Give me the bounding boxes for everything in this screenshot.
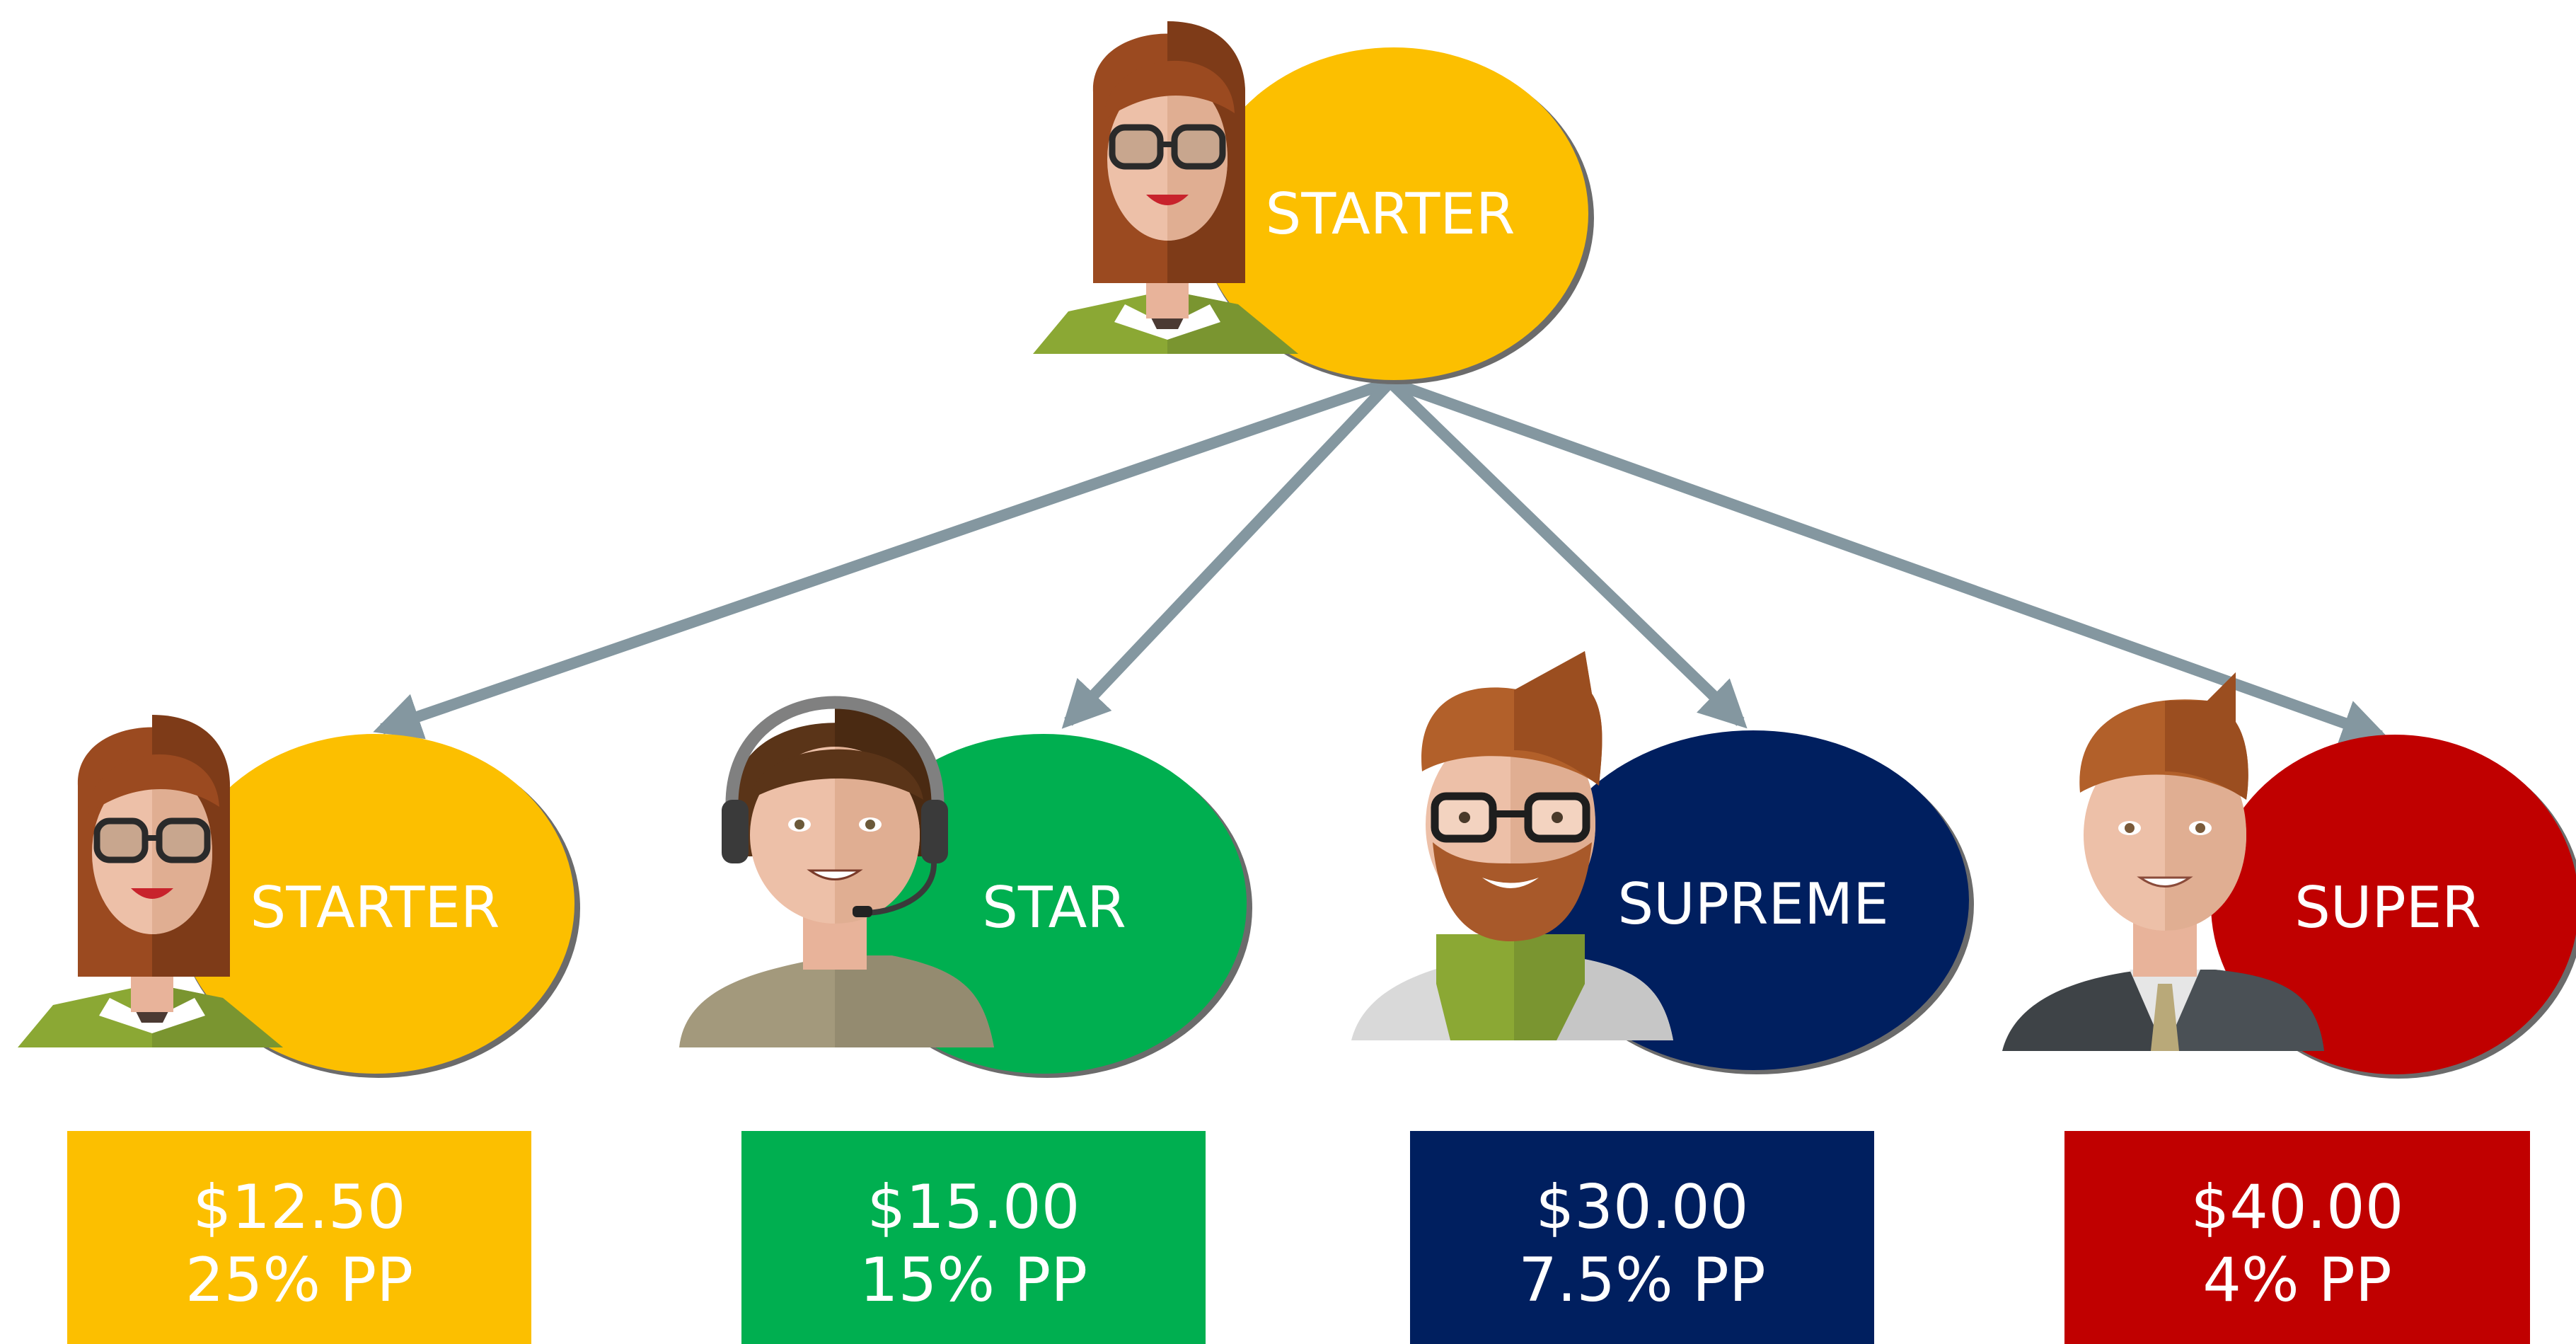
price-box-super: $40.00 4% PP — [2064, 1131, 2530, 1344]
price-box-starter: $12.50 25% PP — [67, 1131, 531, 1344]
woman-glasses-avatar — [1033, 21, 1298, 354]
price-box-supreme: $30.00 7.5% PP — [1410, 1131, 1874, 1344]
root-label: STARTER — [1266, 181, 1515, 247]
price-box-starter-bg — [67, 1131, 531, 1344]
price-box-super-bg — [2064, 1131, 2530, 1344]
tier-starter-label: STARTER — [250, 875, 500, 941]
price-star-pp: 15% PP — [860, 1245, 1087, 1316]
arrow-to-star — [1061, 378, 1394, 729]
price-starter-amount: $12.50 — [193, 1172, 406, 1243]
bearded-man-scarf-avatar — [1351, 651, 1673, 1040]
woman-glasses-avatar — [18, 715, 283, 1047]
connector-arrows — [373, 377, 2390, 746]
tier-supreme-node: SUPREME — [1351, 651, 1974, 1074]
man-suit-avatar — [2002, 672, 2324, 1051]
tier-super-label: SUPER — [2294, 875, 2481, 941]
man-headset-avatar — [679, 696, 994, 1047]
tier-star-label: STAR — [982, 875, 1126, 941]
tier-super-node: SUPER — [2002, 672, 2576, 1079]
price-box-supreme-bg — [1410, 1131, 1874, 1344]
price-super-amount: $40.00 — [2191, 1172, 2404, 1243]
arrow-to-starter — [373, 377, 1392, 740]
price-starter-pp: 25% PP — [185, 1245, 413, 1316]
tier-super-bubble — [2211, 735, 2576, 1074]
tier-starter-bubble — [175, 734, 574, 1074]
arrow-to-supreme — [1386, 378, 1748, 729]
root-node: STARTER — [1033, 21, 1594, 384]
price-supreme-pp: 7.5% PP — [1518, 1245, 1766, 1316]
price-box-star-bg — [741, 1131, 1206, 1344]
tier-supreme-label: SUPREME — [1617, 871, 1888, 937]
price-box-star: $15.00 15% PP — [741, 1131, 1206, 1344]
tier-starter-node: STARTER — [18, 715, 580, 1078]
price-supreme-amount: $30.00 — [1536, 1172, 1749, 1243]
tier-star-node: STAR — [679, 696, 1252, 1078]
arrow-to-super — [1388, 377, 2390, 746]
price-star-amount: $15.00 — [867, 1172, 1080, 1243]
price-super-pp: 4% PP — [2202, 1245, 2392, 1316]
root-bubble-fill — [1199, 47, 1588, 380]
